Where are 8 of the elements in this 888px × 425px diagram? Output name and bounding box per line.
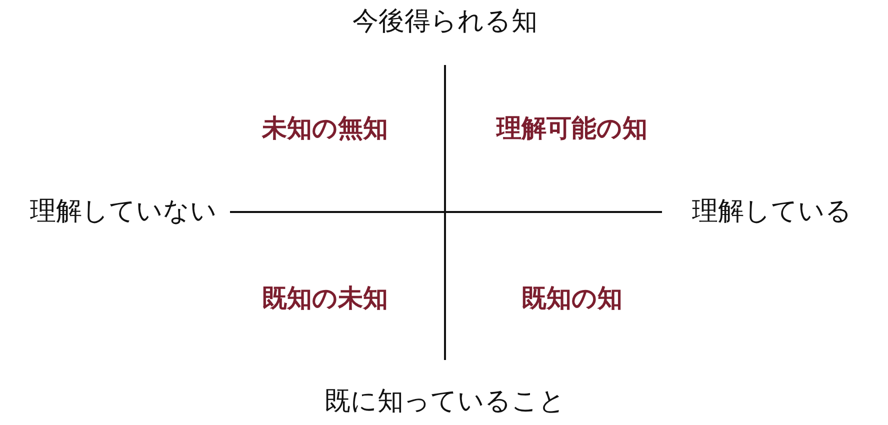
axis-label: 今後得られる知	[352, 8, 538, 36]
quadrant-label: 既知の知	[522, 284, 622, 312]
axis-label: 理解していない	[30, 198, 217, 226]
axis-label: 理解している	[692, 198, 852, 226]
quadrant-label: 既知の未知	[262, 284, 388, 312]
axis-label: 既に知っていること	[324, 388, 566, 416]
quadrant-label: 未知の無知	[262, 114, 388, 142]
quadrant-label: 理解可能の知	[496, 114, 648, 142]
